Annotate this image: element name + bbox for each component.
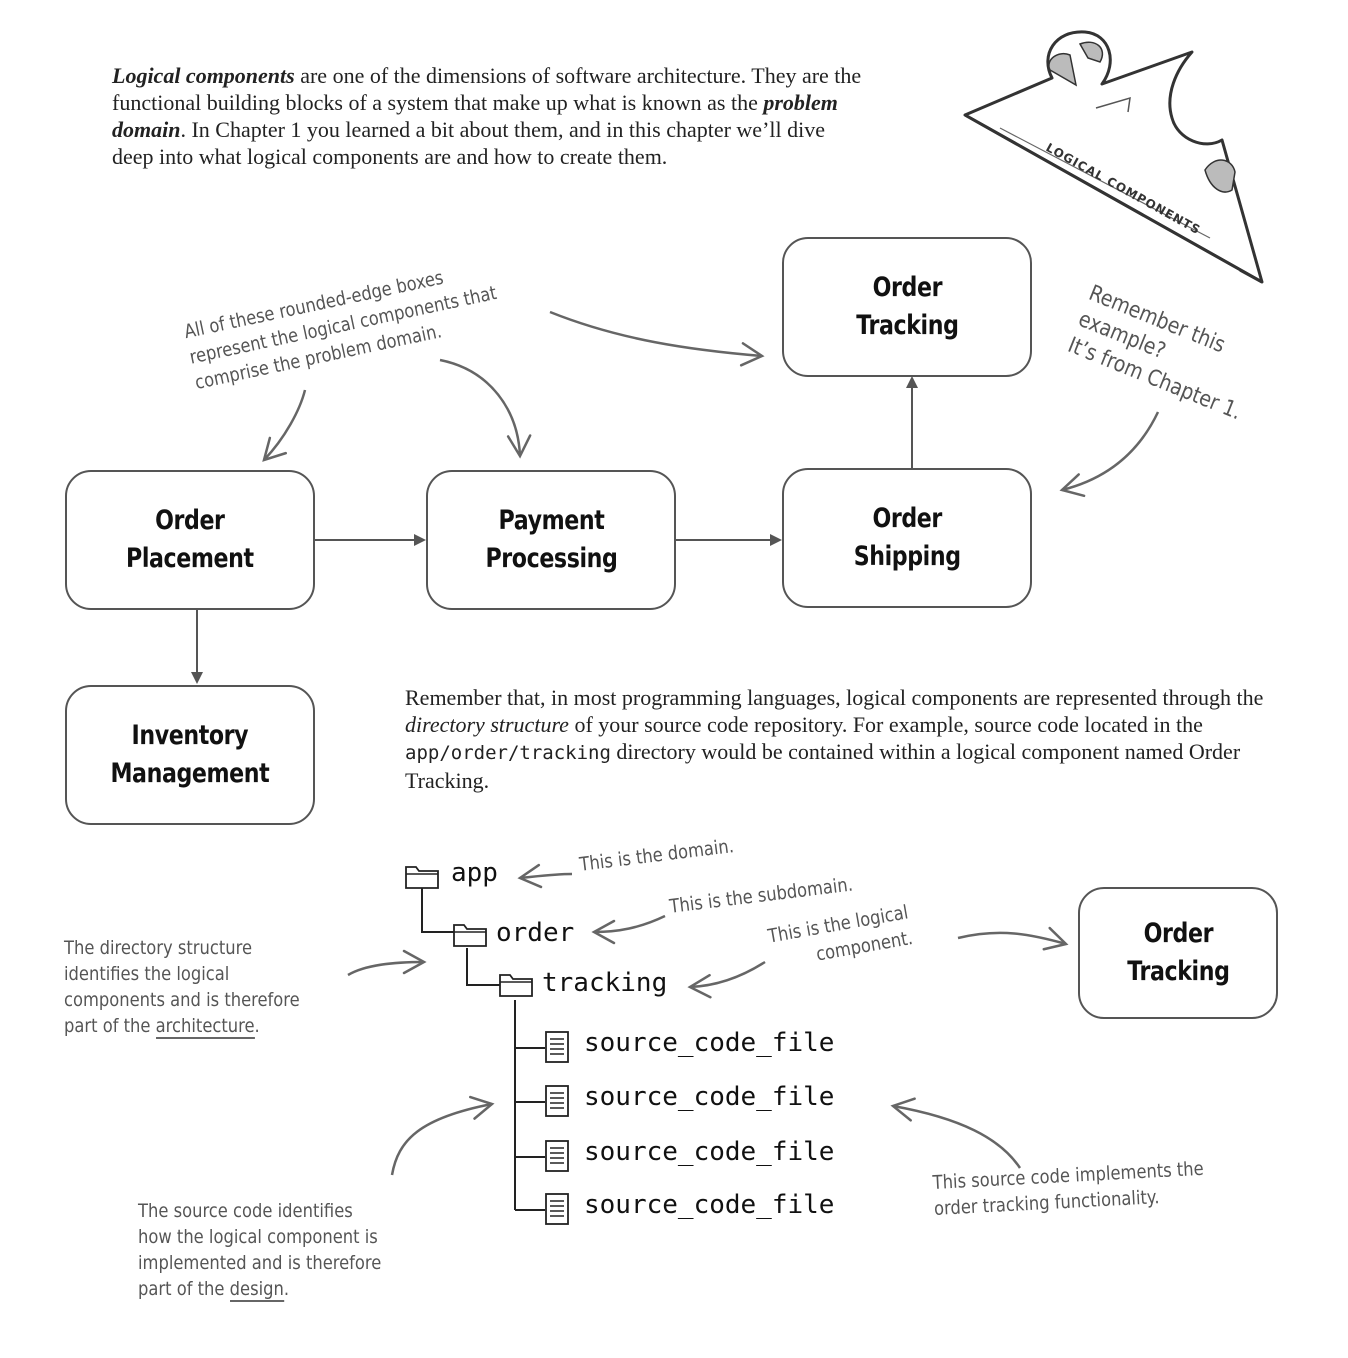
p2-code-path: app/order/tracking — [405, 742, 611, 764]
intro-text-1: are one of the dimensions of software ar… — [112, 63, 862, 115]
box-order-placement: Order Placement — [65, 470, 315, 610]
arrow-source-note — [390, 1095, 495, 1176]
box-order-tracking-2: Order Tracking — [1078, 887, 1278, 1019]
tree-app-label: app — [451, 858, 498, 888]
tree-order-label: order — [496, 918, 575, 948]
note-arrow-to-placement — [262, 389, 307, 462]
intro-text-2: . In Chapter 1 you learned a bit about t… — [112, 117, 825, 169]
tree-file-label: source_code_file — [584, 1028, 835, 1058]
note-arrow-to-tracking — [549, 310, 765, 367]
box-inventory-management: Inventory Management — [65, 685, 315, 825]
tree-file-label: source_code_file — [584, 1190, 835, 1220]
note-arrow-to-shipping — [1059, 411, 1160, 498]
folder-icon — [405, 866, 439, 889]
folder-icon — [499, 974, 533, 997]
tree-file-label: source_code_file — [584, 1082, 835, 1112]
file-icon — [545, 1193, 569, 1225]
p2-text-1: Remember that, in most programming langu… — [405, 685, 1264, 710]
box-payment-processing: Payment Processing — [426, 470, 676, 610]
file-icon — [545, 1085, 569, 1117]
puzzle-piece-illustration: LOGICAL COMPONENTS — [963, 30, 1264, 284]
note-architecture-word: architecture — [155, 1015, 255, 1039]
tree-tracking-label: tracking — [542, 968, 668, 998]
box-order-tracking: Order Tracking — [782, 237, 1032, 377]
box-order-placement-label: Order Placement — [126, 505, 254, 574]
arrow-component-note — [687, 960, 766, 999]
box-order-tracking-2-label: Order Tracking — [1126, 918, 1230, 987]
p2-text-2: of your source code repository. For exam… — [568, 712, 1203, 737]
file-icon — [545, 1031, 569, 1063]
tree-file-label: source_code_file — [584, 1137, 835, 1167]
note-arrow-to-payment — [439, 358, 532, 459]
intro-problem-domain-term: problem domain — [112, 90, 838, 142]
arrow-domain-note — [517, 863, 573, 889]
arrow-implements-note — [890, 1097, 1022, 1169]
intro-lead-term: Logical components — [112, 63, 295, 88]
arrow-subdomain-note — [591, 914, 666, 945]
note-directory-structure: The directory structure identifies the l… — [64, 937, 300, 1039]
box-inventory-management-label: Inventory Management — [110, 720, 270, 789]
note-source-text: The source code identifies how the logic… — [138, 1200, 382, 1300]
note-design-word: design — [229, 1278, 284, 1302]
p2-directory-structure: directory structure — [405, 712, 569, 737]
tree-lines — [421, 888, 545, 1211]
note-source-code: The source code identifies how the logic… — [138, 1200, 382, 1302]
arrow-component-to-box — [957, 926, 1069, 951]
box-order-shipping-label: Order Shipping — [853, 503, 961, 572]
arrow-directory-note — [347, 949, 427, 977]
file-icon — [545, 1140, 569, 1172]
directory-paragraph: Remember that, in most programming langu… — [405, 684, 1285, 794]
box-order-tracking-label: Order Tracking — [855, 272, 959, 341]
folder-icon — [453, 924, 487, 947]
box-payment-processing-label: Payment Processing — [485, 505, 617, 574]
box-order-shipping: Order Shipping — [782, 468, 1032, 608]
intro-paragraph: Logical components are one of the dimens… — [112, 62, 862, 170]
p2-text-3: directory would be contained within a lo… — [405, 739, 1241, 793]
note-directory-text: The directory structure identifies the l… — [64, 937, 300, 1037]
